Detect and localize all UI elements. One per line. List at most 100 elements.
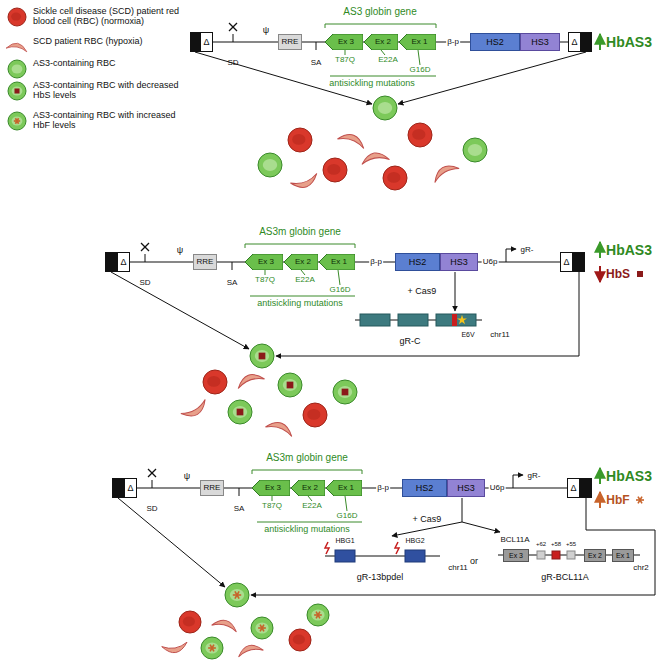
- hbs-square: [237, 409, 244, 416]
- sd-mutation-cross: [141, 243, 149, 251]
- e6v-star: [457, 315, 467, 324]
- hs2-box: HS2: [402, 479, 447, 497]
- ltr-end: [190, 32, 200, 52]
- exon-arrow: Ex 2: [291, 480, 325, 496]
- node-text: Ex 3: [334, 38, 354, 46]
- legend-text: Sickle cell disease (SCD) patient red bl…: [33, 6, 181, 27]
- annotation-label: + Cas9: [408, 287, 437, 296]
- hbf-asterisk: [260, 625, 264, 632]
- transduction-arrow: [195, 52, 372, 104]
- ltr-end: [112, 478, 124, 498]
- annotation-label: HBG2: [405, 537, 424, 544]
- legend-item: AS3-containing RBC: [4, 58, 181, 80]
- exon-arrow-outline: [245, 254, 283, 270]
- e6v-site: [452, 314, 457, 326]
- exon-arrow-outline: [399, 34, 436, 50]
- sickled-rbc: [290, 173, 319, 191]
- exon-arrow: Ex 3: [245, 254, 283, 270]
- sickled-rbc: [235, 371, 264, 389]
- annotation-label: chr11: [490, 331, 509, 339]
- sickled-rbc: [6, 41, 28, 51]
- hbb-exon: [436, 314, 476, 326]
- splice-site: [239, 488, 240, 496]
- transduction-arrow: [251, 498, 655, 595]
- as3-rbc: [463, 138, 487, 162]
- node-text: Ex 1: [616, 552, 630, 559]
- rbc-center: [11, 13, 21, 21]
- mutation-tick: [272, 496, 273, 501]
- annotation-label: E22A: [295, 276, 315, 284]
- rbc-center: [387, 172, 400, 183]
- sd-mutation-cross: [229, 23, 237, 31]
- annotation-label: gR-: [521, 246, 534, 254]
- node-text: Ex 2: [371, 38, 391, 46]
- rbc-center: [293, 635, 305, 645]
- annotation-label: or: [470, 557, 478, 566]
- ltr-delta-box: Δ: [200, 32, 213, 52]
- ltr-delta-box: Δ: [117, 252, 130, 272]
- legend-text: AS3-containing RBC: [33, 58, 181, 68]
- hbf-asterisk: [316, 612, 320, 619]
- legend-swatch: [4, 110, 30, 132]
- enhancer-site: [567, 551, 575, 559]
- hbg-gene: [405, 550, 425, 562]
- rbc: [383, 166, 407, 190]
- as3-rbc-center: [255, 350, 269, 362]
- node-text: Δ: [570, 484, 576, 493]
- as3-rbc: [373, 96, 397, 120]
- sickled-rbc: [360, 151, 389, 165]
- legend-item: SCD patient RBC (hypoxia): [4, 36, 181, 58]
- annotation-label: gR-C: [399, 337, 420, 346]
- mutation-tick: [345, 50, 346, 55]
- as3-rbc-center: [338, 386, 352, 398]
- sickled-rbc: [212, 617, 239, 632]
- as3-rbc-center: [12, 65, 23, 74]
- hbs-square: [14, 88, 19, 93]
- annotation-label: HbS: [606, 268, 630, 281]
- rbc: [179, 611, 201, 633]
- ltr-delta-box: Δ: [568, 32, 581, 52]
- as3-rbc-center: [12, 117, 23, 126]
- rbc-center: [207, 376, 220, 387]
- rbc: [323, 158, 347, 182]
- hs3-box: HS3: [440, 253, 478, 271]
- annotation-label: gR-BCL11A: [541, 573, 588, 582]
- rre-box: RRE: [200, 480, 224, 496]
- hbs-square: [637, 271, 643, 277]
- legend-swatch: [4, 6, 30, 28]
- hs3-box: HS3: [447, 479, 485, 497]
- node-text: HS2: [409, 258, 427, 267]
- sickled-rbc: [265, 419, 294, 437]
- hbb-exon: [360, 314, 390, 326]
- hbf-asterisk: [638, 497, 642, 504]
- as3-rbc: [307, 604, 329, 626]
- hbf-asterisk: [235, 591, 239, 598]
- exon-arrow: Ex 3: [252, 480, 290, 496]
- annotation-label: SA: [227, 279, 238, 287]
- mutation-tick: [301, 270, 305, 275]
- node-text: HS2: [416, 484, 434, 493]
- annotation-label: SD: [139, 279, 150, 287]
- annotation-label: AS3 globin gene: [343, 7, 416, 18]
- annotation-label: ψ: [184, 472, 190, 481]
- hbb-exon: [398, 314, 428, 326]
- annotation-label: β-p: [446, 38, 460, 46]
- rbc: [408, 123, 432, 147]
- node-text: RRE: [282, 38, 299, 46]
- annotation-label: SA: [234, 505, 245, 513]
- rbc: [303, 403, 327, 427]
- splice-site: [232, 262, 233, 270]
- decrease-arrow: [599, 266, 601, 282]
- annotation-label: SD: [227, 59, 238, 67]
- legend-text: AS3-containing RBC with increased HbF le…: [33, 110, 181, 131]
- node-text: RRE: [204, 484, 221, 492]
- annotation-label: E22A: [378, 56, 398, 64]
- annotation-label: chr2: [633, 564, 649, 572]
- exon-arrow-outline: [364, 34, 398, 50]
- splice-site: [145, 254, 146, 262]
- mutation-bracket: [330, 76, 436, 77]
- bcl11a-exon: Ex 1: [612, 549, 634, 562]
- as3-rbc-center: [378, 102, 392, 114]
- annotation-label: SA: [311, 59, 322, 67]
